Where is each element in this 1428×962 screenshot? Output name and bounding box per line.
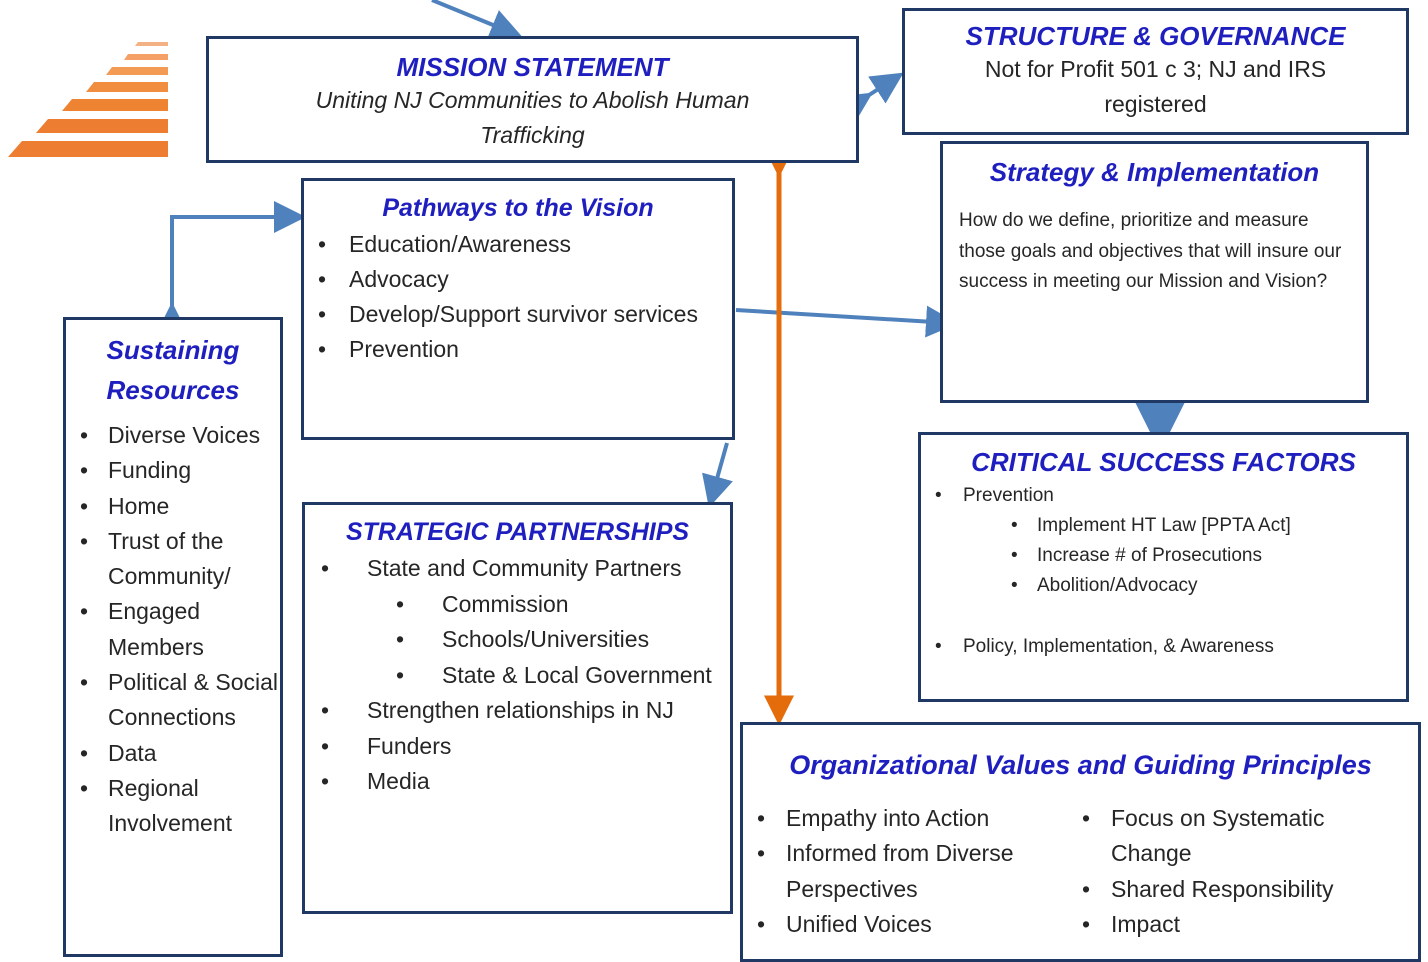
partnerships-item: State and Community Partners: [305, 551, 730, 587]
values-item: Shared Responsibility: [1068, 872, 1398, 908]
structure-title: STRUCTURE & GOVERNANCE: [965, 21, 1346, 51]
structure-governance-box: STRUCTURE & GOVERNANCE Not for Profit 50…: [902, 8, 1409, 135]
partnerships-item: Funders: [305, 729, 730, 765]
pathways-item: Develop/Support survivor services: [304, 297, 732, 332]
arrow-pathways-to-partnerships: [702, 442, 733, 508]
values-item: Unified Voices: [743, 907, 1068, 943]
arrow-mission-to-structure: [837, 72, 904, 124]
csf-item: Prevention: [921, 481, 1406, 511]
arrow-pathways-to-strategy: [735, 305, 958, 338]
csf-sub-item: Abolition/Advocacy: [921, 571, 1406, 601]
strategy-implementation-box: Strategy & Implementation How do we defi…: [940, 141, 1369, 403]
mission-title: MISSION STATEMENT: [396, 52, 669, 82]
pathways-item: Prevention: [304, 332, 732, 367]
values-column-right: Focus on Systematic Change Shared Respon…: [1068, 801, 1398, 942]
sustaining-item: Regional Involvement: [66, 771, 280, 842]
orange-stairs-icon: [8, 42, 168, 157]
structure-text: Not for Profit 501 c 3; NJ and IRS regis…: [984, 56, 1327, 117]
pathways-item: Education/Awareness: [304, 227, 732, 262]
strategy-title: Strategy & Implementation: [989, 157, 1320, 187]
csf-sub-item: Implement HT Law [PPTA Act]: [921, 511, 1406, 541]
arrow-sustaining-to-pathways: [156, 201, 306, 334]
sustaining-item: Funding: [66, 453, 280, 489]
values-principles-box: Organizational Values and Guiding Princi…: [740, 722, 1421, 962]
values-item: Focus on Systematic Change: [1068, 801, 1398, 872]
sustaining-item: Home: [66, 489, 280, 525]
strategy-text: How do we define, prioritize and measure…: [959, 210, 1342, 292]
partnerships-sub-item: State & Local Government: [305, 658, 730, 694]
mission-text: Uniting NJ Communities to Abolish Human …: [315, 87, 750, 148]
partnerships-title: STRATEGIC PARTNERSHIPS: [345, 518, 690, 546]
partnerships-sub-item: Commission: [305, 587, 730, 623]
mission-statement-box: MISSION STATEMENT Uniting NJ Communities…: [206, 36, 859, 163]
sustaining-title: Sustaining Resources: [106, 335, 240, 405]
pathways-title: Pathways to the Vision: [382, 194, 654, 222]
pathways-box: Pathways to the Vision Education/Awarene…: [301, 178, 735, 440]
partnerships-item: Strengthen relationships in NJ: [305, 693, 730, 729]
partnerships-sub-item: Schools/Universities: [305, 622, 730, 658]
pathways-item: Advocacy: [304, 262, 732, 297]
partnerships-item: Media: [305, 764, 730, 800]
strategic-partnerships-box: STRATEGIC PARTNERSHIPS State and Communi…: [302, 502, 733, 914]
csf-sub-item: Increase # of Prosecutions: [921, 541, 1406, 571]
arrow-top-to-mission: [431, 0, 523, 40]
sustaining-item: Diverse Voices: [66, 418, 280, 454]
sustaining-item: Political & Social Connections: [66, 665, 280, 736]
values-column-left: Empathy into Action Informed from Divers…: [743, 801, 1068, 942]
values-item: Informed from Diverse Perspectives: [743, 836, 1068, 907]
critical-success-factors-box: CRITICAL SUCCESS FACTORS Prevention Impl…: [918, 432, 1409, 702]
values-item: Empathy into Action: [743, 801, 1068, 837]
csf-item: Policy, Implementation, & Awareness: [921, 632, 1406, 662]
values-item: Impact: [1068, 907, 1398, 943]
values-title: Organizational Values and Guiding Princi…: [789, 750, 1372, 780]
sustaining-item: Engaged Members: [66, 594, 280, 665]
sustaining-resources-box: Sustaining Resources Diverse Voices Fund…: [63, 317, 283, 957]
sustaining-item: Data: [66, 736, 280, 772]
csf-title: CRITICAL SUCCESS FACTORS: [971, 447, 1356, 477]
sustaining-item: Trust of the Community/: [66, 524, 280, 595]
